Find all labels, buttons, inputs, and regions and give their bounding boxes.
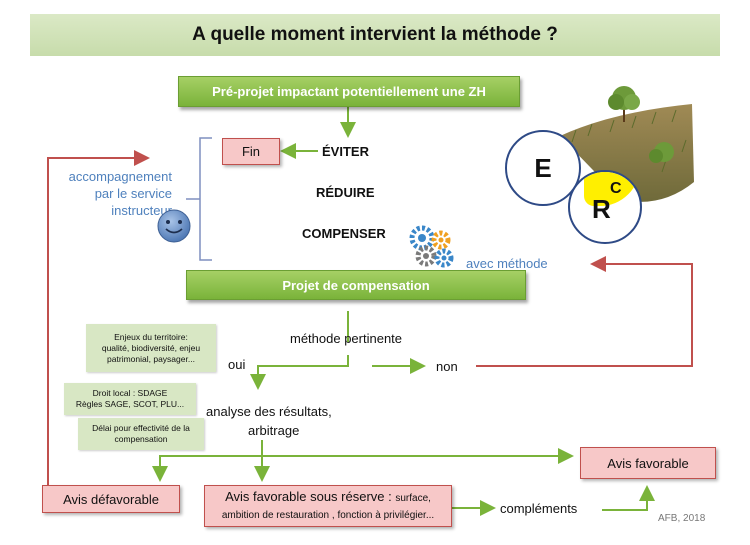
avis-favorable-box: Avis favorable	[580, 447, 716, 479]
feedback-defavorable	[47, 150, 150, 485]
arrow-complements-up	[602, 485, 655, 511]
preprojet-label: Pré-projet impactant potentiellement une…	[212, 84, 486, 99]
note-enjeux: Enjeux du territoire: qualité, biodivers…	[86, 324, 216, 372]
avis-favorable-label: Avis favorable	[607, 455, 689, 471]
page-title: A quelle moment intervient la méthode ?	[192, 24, 558, 45]
arrow-split	[152, 455, 262, 482]
non-label: non	[436, 359, 458, 374]
tree-icon	[608, 86, 640, 122]
note-delai: Délai pour effectivité de la compensatio…	[78, 418, 204, 450]
note-droit: Droit local : SDAGE Règles SAGE, SCOT, P…	[64, 383, 196, 415]
methode-pertinente-label: méthode pertinente	[290, 331, 403, 346]
accompagnement-text: accompagnement par le service instructeu…	[68, 169, 172, 218]
circle-e: E	[505, 130, 581, 206]
avis-reserve-box: Avis favorable sous réserve : surface, a…	[204, 485, 452, 527]
credit-label: AFB, 2018	[658, 513, 706, 524]
avis-reserve-main: Avis favorable sous réserve :	[225, 489, 392, 504]
step-compenser: COMPENSER	[302, 226, 386, 241]
step-eviter: ÉVITER	[322, 144, 369, 159]
bush-icon	[649, 142, 674, 163]
bracket	[199, 137, 212, 261]
oui-label: oui	[228, 357, 246, 372]
analyse-text: analyse des résultats, arbitrage	[206, 404, 332, 438]
gears-icon	[409, 225, 454, 268]
preprojet-box: Pré-projet impactant potentiellement une…	[178, 76, 520, 107]
title-bar: A quelle moment intervient la méthode ?	[30, 14, 720, 56]
complements-label: compléments	[500, 501, 578, 516]
circle-r: R C	[568, 170, 642, 244]
avis-defavorable-box: Avis défavorable	[42, 485, 180, 513]
smiley-icon	[157, 209, 191, 243]
projet-compensation-label: Projet de compensation	[282, 277, 430, 293]
step-reduire: RÉDUIRE	[316, 185, 375, 200]
fin-label: Fin	[241, 144, 261, 159]
fin-box: Fin	[222, 138, 280, 165]
projet-compensation-box: Projet de compensation	[186, 270, 526, 300]
feedback-non	[476, 256, 693, 367]
avec-methode-label: avec méthode	[466, 256, 548, 271]
avis-defavorable-label: Avis défavorable	[63, 491, 159, 507]
wetland-illustration	[560, 86, 694, 202]
arrow-to-oui	[250, 355, 349, 390]
